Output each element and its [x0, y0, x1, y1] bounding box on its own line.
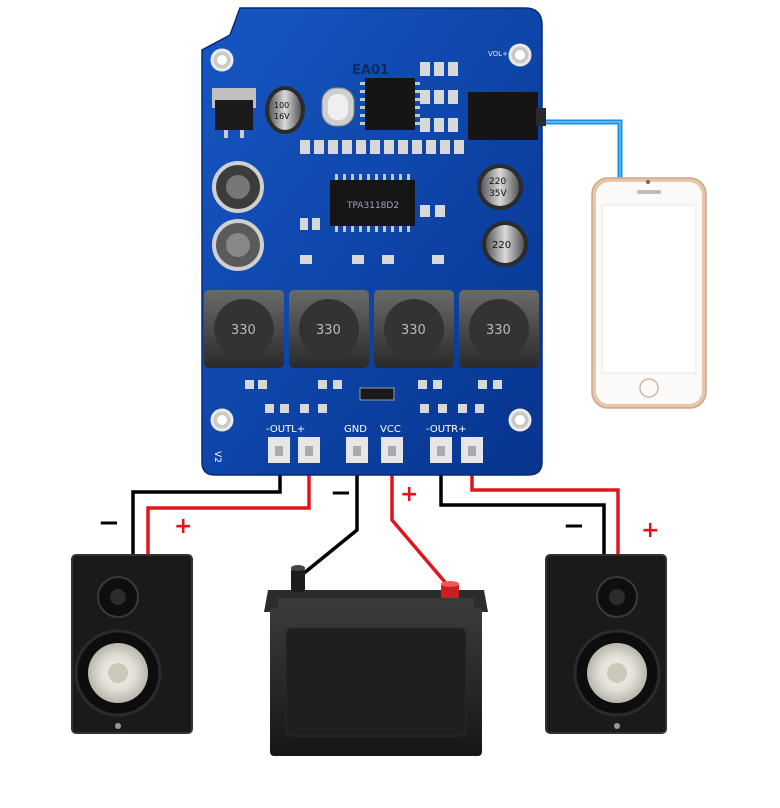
chip-upper — [360, 78, 420, 130]
right-minus-sign: − — [563, 511, 585, 541]
positive-terminal-icon — [441, 581, 459, 598]
capacitor-c2-value: 220 — [492, 240, 511, 251]
capacitor-c33-value-a: 220 — [489, 177, 506, 187]
amplifier-chip: TPA3118D2 — [330, 174, 415, 232]
right-speaker-logo-icon — [614, 723, 620, 729]
audio-cable — [540, 122, 620, 186]
inductor-l2: 330 — [374, 290, 454, 368]
board-version: V2 — [212, 451, 222, 463]
battery-plus-sign: + — [400, 482, 418, 507]
amplifier-chip-label: TPA3118D2 — [346, 201, 399, 211]
negative-terminal-icon — [291, 565, 305, 592]
inductor-l1-label: 330 — [486, 323, 511, 338]
terminal-label-outr: -OUTR+ — [426, 424, 467, 435]
right-speaker — [546, 555, 666, 733]
input-coil-lower — [214, 221, 262, 269]
battery — [264, 565, 488, 756]
capacitor-c2: 220 — [482, 221, 528, 267]
smartphone — [592, 178, 706, 408]
right-plus-sign: + — [641, 518, 659, 543]
audio-cable-inner — [540, 122, 620, 186]
terminal-label-gnd: GND — [344, 424, 367, 435]
inductor-l3-label: 330 — [316, 323, 341, 338]
amplifier-board: EA01 — [202, 8, 546, 475]
capacitor-c33: 220 35V — [477, 164, 523, 210]
vol-label: VOL+ — [488, 50, 508, 58]
inductor-l1: 330 — [459, 290, 539, 368]
capacitor-c32-value-b: 16V — [274, 112, 290, 121]
inductor-l4-label: 330 — [231, 323, 256, 338]
terminal-label-outl: -OUTL+ — [266, 424, 305, 435]
capacitor-c32: 100 16V — [265, 86, 305, 134]
crystal — [322, 88, 354, 126]
battery-minus-sign: − — [330, 478, 352, 508]
diode-d2 — [360, 388, 394, 400]
terminal-label-vcc: VCC — [380, 424, 401, 435]
inductor-l3: 330 — [289, 290, 369, 368]
capacitor-c32-value-a: 100 — [274, 101, 289, 110]
polarity-signs: − + − + − + — [98, 478, 659, 543]
capacitor-c33-value-b: 35V — [489, 189, 507, 199]
board-code-label: EA01 — [352, 63, 389, 78]
left-speaker — [72, 555, 192, 733]
left-plus-sign: + — [174, 514, 192, 539]
inductor-l2-label: 330 — [401, 323, 426, 338]
input-coil-upper — [214, 163, 262, 211]
left-speaker-logo-icon — [115, 723, 121, 729]
inductor-l4: 330 — [204, 290, 284, 368]
left-minus-sign: − — [98, 508, 120, 538]
